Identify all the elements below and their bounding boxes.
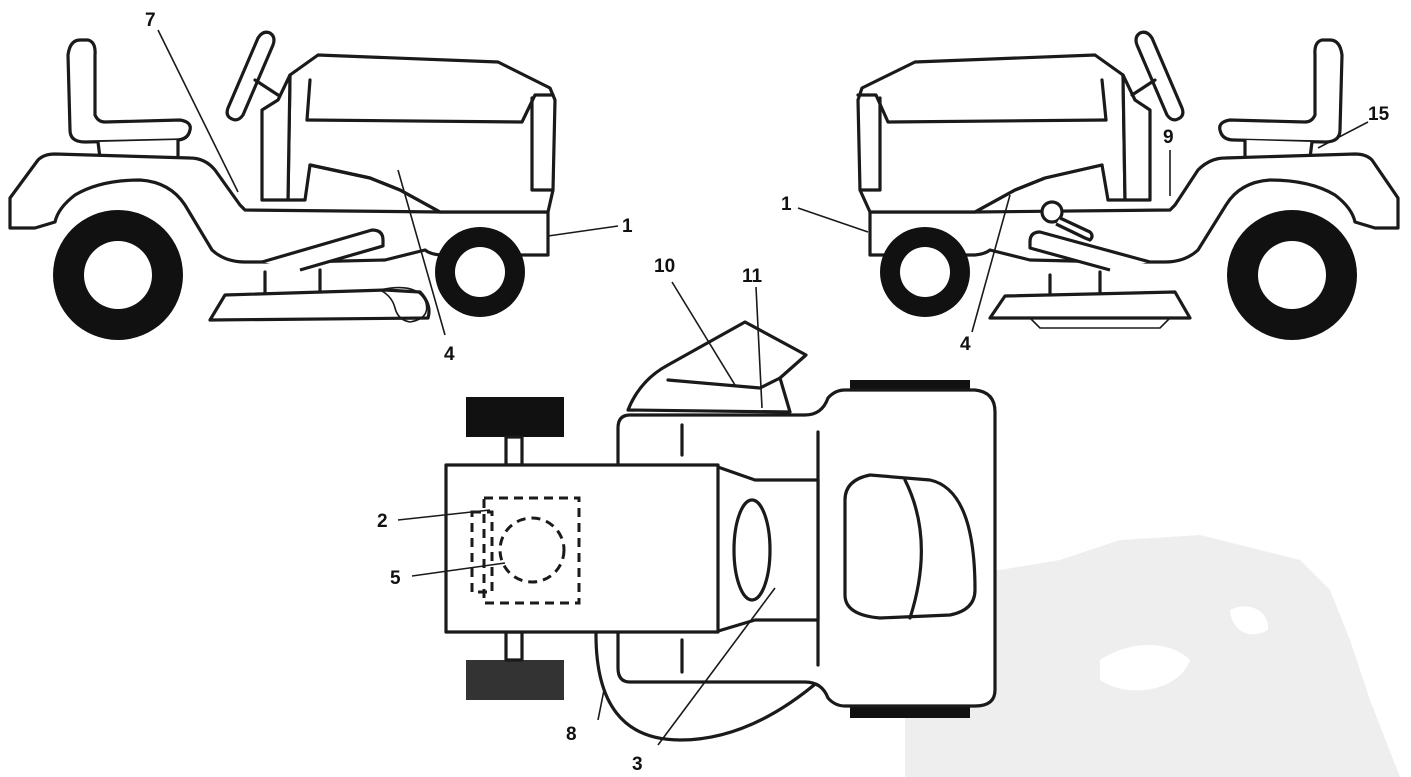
decal-area-2 <box>482 496 581 605</box>
right-mower-deck <box>988 290 1192 320</box>
top-rear-tire-lower <box>466 660 564 700</box>
decal-area-5 <box>498 516 566 584</box>
left-side-view <box>8 30 557 340</box>
callout-7: 7 <box>145 10 156 31</box>
callout-15: 15 <box>1368 104 1390 125</box>
callout-3: 3 <box>632 754 643 775</box>
callout-4-right: 4 <box>960 334 971 355</box>
right-lift-lever <box>1028 230 1151 272</box>
left-hood <box>286 53 557 214</box>
left-dash <box>260 73 292 202</box>
left-mower-deck <box>208 288 431 322</box>
top-rear-tire-upper <box>466 397 564 437</box>
top-seat-platform <box>444 463 720 634</box>
right-steering-wheel <box>1134 30 1185 122</box>
callout-8: 8 <box>566 724 577 745</box>
top-bag-outline <box>594 630 822 742</box>
left-rear-fender <box>8 152 550 264</box>
right-rear-fender <box>868 152 1400 264</box>
callout-10: 10 <box>654 256 675 277</box>
callout-labels: 7 1 4 1 9 15 4 10 11 2 5 8 3 <box>145 10 1390 775</box>
callout-4-left: 4 <box>444 344 455 365</box>
callout-1-right: 1 <box>781 194 792 215</box>
right-seat-back <box>1218 38 1344 144</box>
right-side-view <box>856 30 1400 340</box>
watermark-logo <box>905 535 1400 777</box>
top-discharge-chute <box>626 320 808 414</box>
callout-11: 11 <box>742 266 763 287</box>
callout-5: 5 <box>390 568 401 589</box>
callout-2: 2 <box>377 511 388 532</box>
left-lift-lever <box>261 228 385 272</box>
right-dash <box>1121 73 1152 202</box>
right-ignition-knob <box>1040 200 1064 224</box>
decal-area-2-left-edge <box>470 510 494 594</box>
left-seat-back <box>66 38 192 144</box>
leader-lines <box>157 29 1369 746</box>
top-hood <box>843 473 977 620</box>
right-hood <box>856 53 1127 214</box>
callout-1-left: 1 <box>622 216 633 237</box>
left-steering-wheel <box>225 30 276 122</box>
callout-9: 9 <box>1163 127 1174 148</box>
top-view <box>444 320 997 742</box>
